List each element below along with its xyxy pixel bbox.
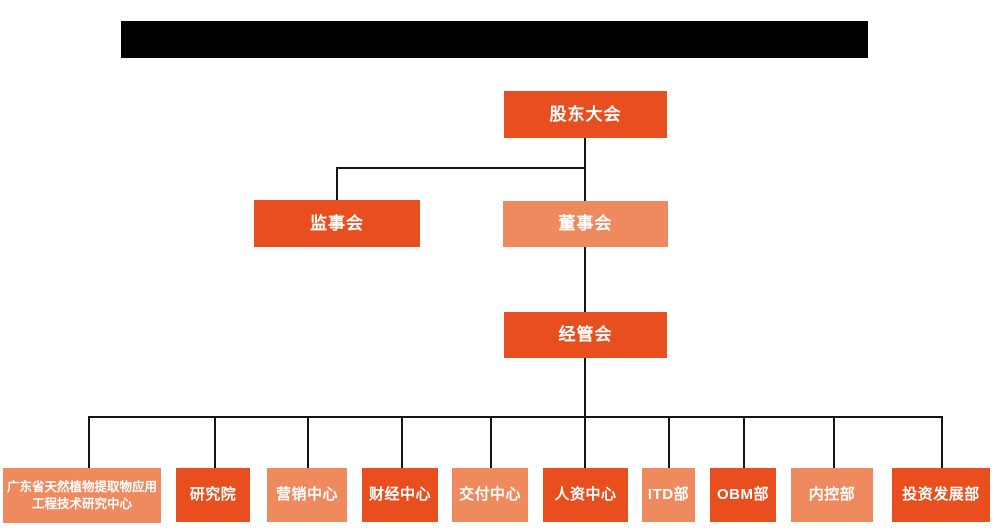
connector-line	[401, 416, 403, 468]
connector-line	[88, 416, 90, 468]
connector-line	[833, 416, 835, 468]
connector-line	[307, 416, 309, 468]
connector-line	[941, 416, 943, 468]
connector-line	[584, 416, 586, 468]
org-node-board-of-directors: 董事会	[503, 201, 668, 247]
connector-line	[336, 167, 338, 200]
connector-line	[490, 416, 492, 468]
org-node-hr-center: 人资中心	[543, 468, 628, 522]
connector-line	[668, 416, 670, 468]
org-node-obm-department: OBM部	[710, 468, 776, 522]
org-node-finance-center: 财经中心	[362, 468, 438, 522]
redacted-title-bar	[121, 21, 868, 58]
org-node-investment-development-department: 投资发展部	[892, 468, 990, 522]
org-node-shareholders-meeting: 股东大会	[504, 91, 667, 138]
org-node-delivery-center: 交付中心	[452, 468, 528, 522]
org-node-supervisory-board: 监事会	[254, 200, 420, 247]
org-node-marketing-center: 营销中心	[267, 468, 347, 522]
org-node-internal-control-department: 内控部	[791, 468, 873, 522]
connector-line	[743, 416, 745, 468]
connector-line	[584, 358, 586, 418]
connector-line	[584, 247, 586, 312]
connector-line	[214, 416, 216, 468]
connector-line	[336, 167, 586, 169]
org-node-management-committee: 经管会	[504, 312, 667, 358]
org-node-research-center: 广东省天然植物提取物应用工程技术研究中心	[3, 468, 161, 523]
connector-line	[584, 138, 586, 201]
org-node-itd-department: ITD部	[642, 468, 695, 522]
org-node-research-institute: 研究院	[176, 468, 250, 522]
connector-line	[88, 416, 943, 418]
